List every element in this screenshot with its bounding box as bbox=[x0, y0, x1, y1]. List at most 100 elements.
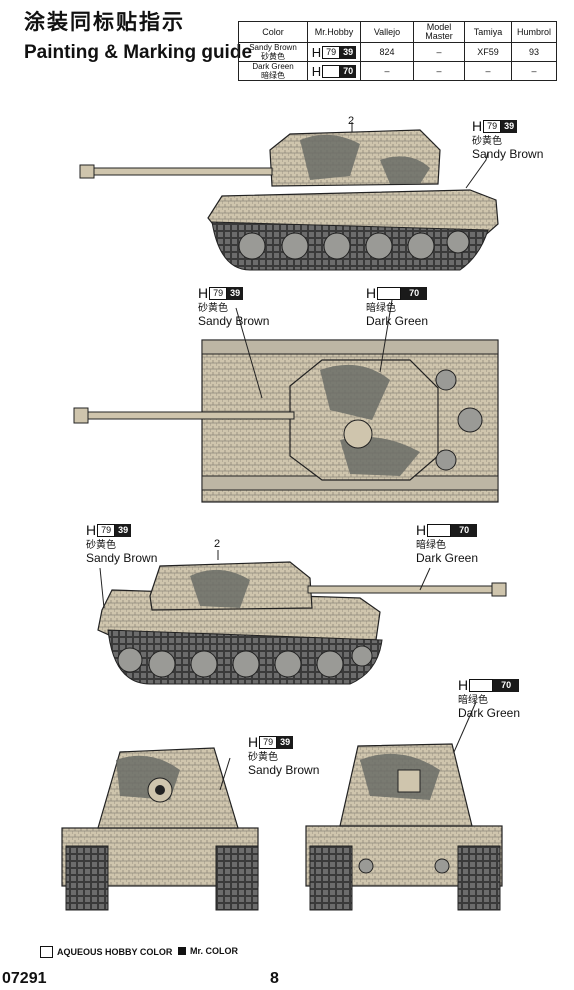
gun-muzzle bbox=[155, 785, 165, 795]
product-code: 07291 bbox=[2, 970, 47, 987]
legend-aqueous: AQUEOUS HOBBY COLOR bbox=[40, 946, 172, 958]
aqueous-swatch-icon bbox=[40, 946, 53, 958]
h-prefix: H bbox=[366, 285, 377, 301]
road-wheel bbox=[274, 650, 302, 678]
mr-color-swatch-icon bbox=[178, 947, 186, 955]
color-name-en: Sandy Brown bbox=[249, 43, 297, 52]
legend-mr-color: Mr. COLOR bbox=[178, 946, 238, 956]
h-prefix: H bbox=[311, 63, 322, 79]
m-code-box: 39 bbox=[501, 120, 518, 133]
fan-grille bbox=[457, 407, 483, 433]
gun-barrel bbox=[87, 167, 273, 176]
front-view bbox=[61, 747, 259, 911]
leader-line bbox=[419, 567, 431, 591]
h-prefix: H bbox=[472, 118, 483, 134]
road-wheel bbox=[323, 232, 351, 260]
h-code-box bbox=[427, 524, 452, 537]
color-name-cn: 暗绿色 bbox=[261, 71, 285, 80]
m-code-box: 39 bbox=[115, 524, 132, 537]
m-code-box: 39 bbox=[227, 287, 244, 300]
leader-line bbox=[99, 567, 105, 609]
h-prefix: H bbox=[86, 522, 97, 538]
tamiya-cell: – bbox=[464, 61, 512, 81]
color-name-en: Sandy Brown bbox=[472, 147, 544, 161]
mrhobby-cell: H 70 bbox=[307, 61, 361, 81]
leader-line bbox=[235, 307, 263, 399]
muzzle-brake bbox=[73, 407, 89, 424]
leader-line bbox=[453, 701, 477, 753]
color-name-en: Dark Green bbox=[416, 551, 479, 565]
track bbox=[65, 845, 109, 911]
h-prefix: H bbox=[311, 44, 322, 60]
color-name-cn: 暗绿色 bbox=[416, 540, 446, 551]
color-name-cn: 砂黄色 bbox=[86, 540, 116, 551]
track bbox=[309, 845, 353, 911]
fender bbox=[201, 339, 499, 355]
road-wheel bbox=[190, 650, 218, 678]
road-wheel bbox=[232, 650, 260, 678]
view-marker: 2 bbox=[348, 115, 355, 127]
leader-line bbox=[219, 757, 231, 791]
m-code-box: 70 bbox=[493, 679, 520, 692]
road-wheel bbox=[407, 232, 435, 260]
camo-patch bbox=[380, 156, 430, 184]
h-code-box: 79 bbox=[209, 287, 228, 300]
color-name-en: Sandy Brown bbox=[248, 763, 320, 777]
m-code-box: 70 bbox=[401, 287, 428, 300]
gun-barrel bbox=[307, 585, 497, 594]
camo-patch bbox=[300, 134, 360, 180]
drive-sprocket bbox=[117, 647, 143, 673]
road-wheel bbox=[365, 232, 393, 260]
m-code-box: 39 bbox=[277, 736, 294, 749]
gun-barrel bbox=[83, 411, 295, 420]
h-prefix: H bbox=[416, 522, 427, 538]
fan-grille bbox=[435, 449, 457, 471]
top-view bbox=[73, 299, 499, 503]
m-code-box: 70 bbox=[340, 64, 357, 78]
h-code-box bbox=[322, 64, 341, 78]
m-code-box: 39 bbox=[340, 45, 357, 59]
leader-line bbox=[465, 151, 489, 189]
color-name-en: Dark Green bbox=[366, 314, 429, 328]
road-wheel bbox=[316, 650, 344, 678]
road-wheel bbox=[281, 232, 309, 260]
road-wheel bbox=[238, 232, 266, 260]
drive-sprocket bbox=[446, 230, 470, 254]
fan-grille bbox=[435, 369, 457, 391]
h-prefix: H bbox=[458, 677, 469, 693]
color-name-cn: 砂黄色 bbox=[472, 136, 502, 147]
track bbox=[457, 845, 501, 911]
color-name-cn: 砂黄色 bbox=[248, 752, 278, 763]
humbrol-cell: – bbox=[511, 61, 557, 81]
track bbox=[215, 845, 259, 911]
color-name-cn: 暗绿色 bbox=[458, 695, 488, 706]
m-code-box: 70 bbox=[451, 524, 478, 537]
camo-patch bbox=[320, 364, 390, 420]
legend-mr-color-label: Mr. COLOR bbox=[190, 946, 239, 956]
h-prefix: H bbox=[198, 285, 209, 301]
title-chinese: 涂装同标贴指示 bbox=[24, 11, 185, 34]
color-name-cn: 砂黄色 bbox=[198, 303, 228, 314]
h-code-box bbox=[469, 679, 494, 692]
exhaust-pipe bbox=[358, 858, 374, 874]
color-name-en: Sandy Brown bbox=[86, 551, 158, 565]
idler-wheel bbox=[351, 645, 373, 667]
muzzle-brake bbox=[79, 164, 95, 179]
callout-dark-green: H 70 暗绿色 Dark Green bbox=[416, 522, 479, 565]
side-view-right bbox=[79, 122, 499, 271]
title-english: Painting & Marking guide bbox=[24, 42, 253, 63]
rear-view bbox=[219, 701, 503, 911]
h-code-box: 79 bbox=[97, 524, 116, 537]
h-code-box: 79 bbox=[259, 736, 278, 749]
h-code-box: 79 bbox=[483, 120, 502, 133]
h-code-box: 79 bbox=[322, 45, 341, 59]
page-number: 8 bbox=[270, 970, 279, 987]
